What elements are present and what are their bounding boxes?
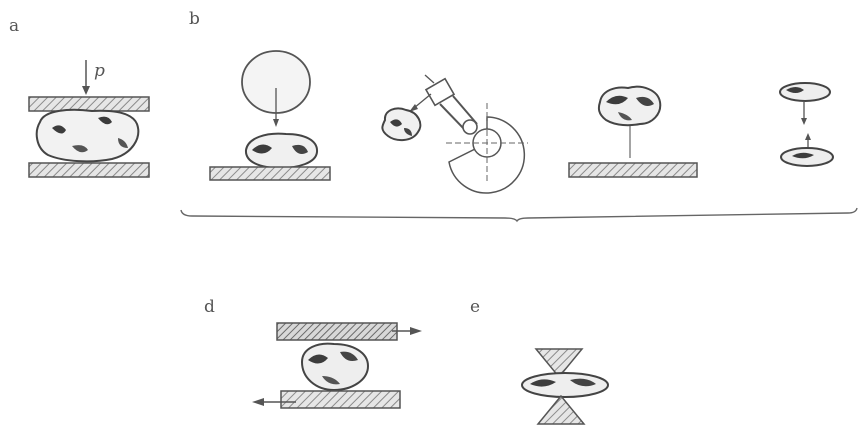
base-plate	[210, 167, 330, 180]
upper-shear-plate	[277, 323, 397, 340]
label-a: a	[9, 16, 19, 36]
impact-plate	[569, 163, 697, 177]
label-b: b	[189, 9, 200, 29]
shear-plates-icon	[252, 323, 422, 408]
label-e: e	[470, 297, 480, 317]
label-d: d	[204, 297, 215, 317]
upper-plate	[29, 97, 149, 111]
particle-collision-icon	[780, 83, 833, 166]
rock-particle	[37, 110, 139, 162]
compression-press-icon: p	[29, 60, 149, 177]
force-arrow-head	[82, 86, 90, 95]
upper-particle	[780, 83, 830, 101]
lower-cone	[538, 396, 584, 424]
lower-shear-plate	[281, 391, 400, 408]
group-b-bracket	[181, 208, 857, 221]
drop-on-plate-icon	[569, 87, 697, 177]
falling-ball-icon	[210, 51, 330, 180]
lower-plate	[29, 163, 149, 177]
cone-crush-icon	[522, 349, 608, 424]
pendulum-impact-icon	[382, 75, 528, 193]
force-label-p: p	[94, 61, 105, 81]
